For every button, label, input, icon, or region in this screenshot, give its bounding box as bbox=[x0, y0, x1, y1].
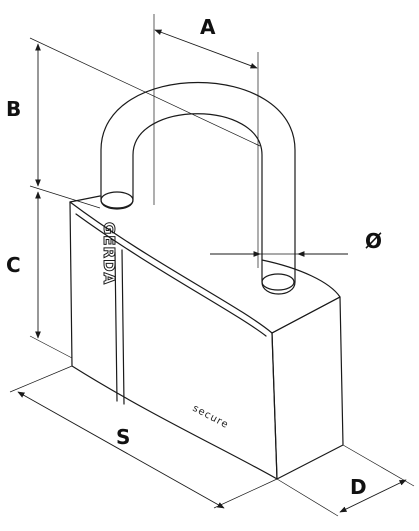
shackle bbox=[100, 81, 296, 295]
engraving-text: secure bbox=[191, 403, 231, 431]
dimension-s bbox=[9, 365, 278, 509]
dimension-diameter-label: Ø bbox=[365, 229, 382, 253]
brand-text: GERDA bbox=[100, 222, 118, 285]
body-side-face bbox=[271, 296, 344, 480]
dimension-s-label: S bbox=[116, 425, 130, 449]
dimension-d-label: D bbox=[350, 475, 367, 499]
dimension-b-label: B bbox=[6, 97, 21, 121]
body-top-face bbox=[69, 201, 341, 334]
dimension-a-label: A bbox=[200, 15, 216, 39]
dimension-c-label: C bbox=[6, 253, 21, 277]
dimension-c bbox=[29, 191, 73, 359]
dimension-b bbox=[29, 37, 261, 209]
dimension-d bbox=[276, 444, 415, 517]
dimension-a bbox=[153, 14, 259, 268]
